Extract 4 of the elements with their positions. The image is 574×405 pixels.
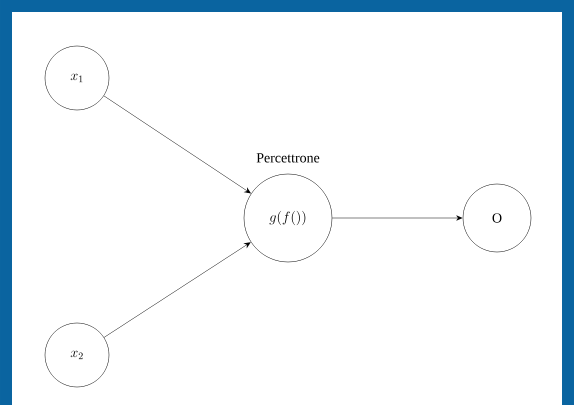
arrow: [332, 215, 462, 221]
node-caption: Percettrone: [256, 153, 320, 162]
arrow: [104, 242, 251, 338]
arrow: [104, 96, 251, 194]
